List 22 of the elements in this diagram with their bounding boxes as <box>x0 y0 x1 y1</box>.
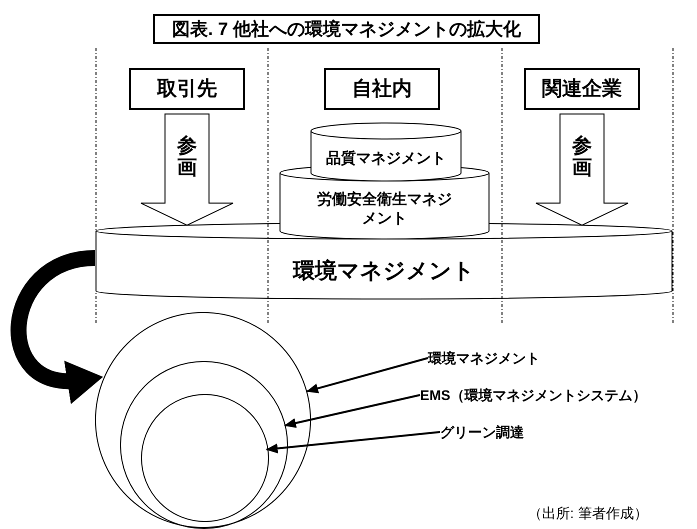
source-note: （出所: 筆者作成） <box>528 504 648 523</box>
block-arrow <box>140 114 234 226</box>
node-label: 労働安全衛生マネジメント <box>317 190 452 227</box>
arrow <box>284 394 420 428</box>
node-label: 関連企業 <box>542 77 622 102</box>
edge-label: 参画 <box>572 134 592 179</box>
node-label: 自社内 <box>352 77 412 102</box>
block-arrow <box>536 114 628 226</box>
curved-arrow <box>10 250 104 403</box>
node-label: 品質マネジメント <box>326 150 446 168</box>
title-box: 図表. 7 他社への環境マネジメントの拡大化 <box>153 14 540 44</box>
edge-label: 参画 <box>177 134 197 179</box>
callout-text: グリーン調達 <box>440 421 570 443</box>
arrow <box>306 357 428 394</box>
node-label: 環境マネジメント <box>293 256 475 284</box>
node-label: 取引先 <box>157 77 217 102</box>
arrow <box>266 431 440 454</box>
label-box <box>129 68 245 110</box>
callout-text: EMS（環境マネジメントシステム） <box>420 384 696 406</box>
callout-text: 環境マネジメント <box>428 347 578 369</box>
label-box <box>524 68 640 110</box>
label-box <box>324 68 440 110</box>
